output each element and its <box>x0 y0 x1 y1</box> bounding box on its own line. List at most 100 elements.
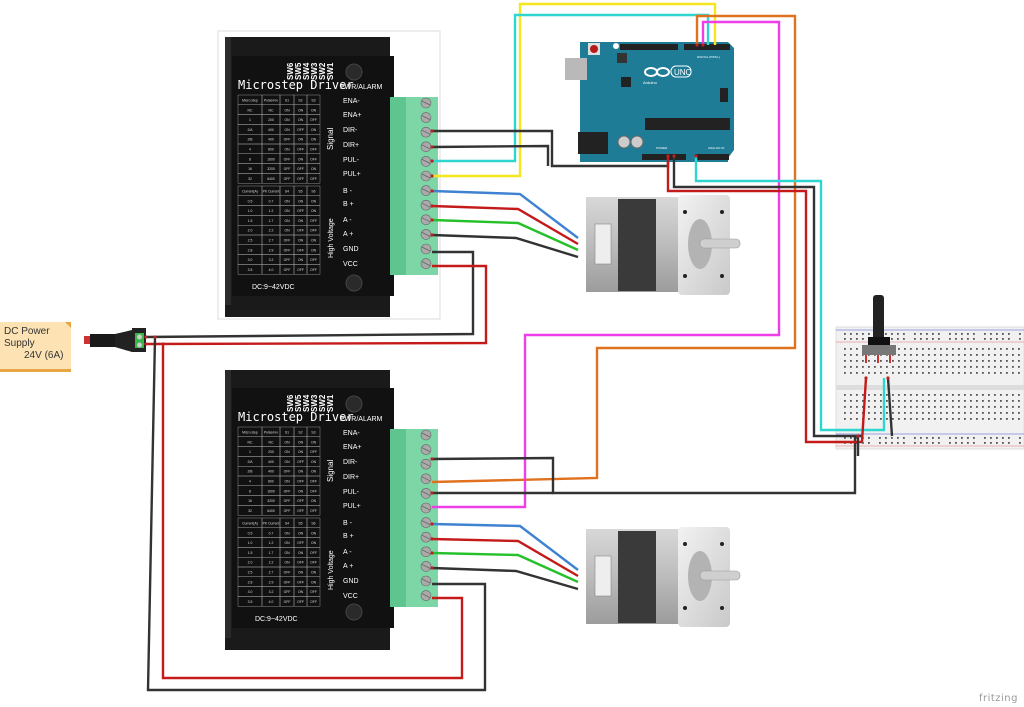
driver-body <box>232 56 394 296</box>
table-cell-text: OFF <box>297 499 304 503</box>
driver-title: Microstep Driver <box>238 78 354 92</box>
table-cell-text: OFF <box>284 470 291 474</box>
table-cell-text: OFF <box>310 489 317 493</box>
table-cell-text: OFF <box>310 561 317 565</box>
blue-wire <box>431 189 579 239</box>
table-cell-text: ON <box>298 440 304 444</box>
switch-labels: SW6 SW5 SW4 SW3 SW2 SW1 <box>286 62 335 80</box>
sw6-label: SW6 <box>286 394 295 412</box>
wire-endpoint <box>161 342 165 346</box>
signal-pin-label: PUL- <box>343 489 360 496</box>
motor-connector <box>594 223 612 265</box>
wire-endpoint <box>666 154 670 158</box>
cyan-wire <box>694 156 886 432</box>
table-cell-text: OFF <box>297 248 304 252</box>
table-cell-text: 4 <box>249 148 251 152</box>
table-cell-text: 2.0 <box>248 229 253 233</box>
table-cell-text: 32 <box>248 509 252 513</box>
table-cell-text: OFF <box>310 157 317 161</box>
hv-group-label: High Voltage <box>328 550 335 590</box>
green-wire <box>431 218 579 252</box>
alarm-led-icon <box>345 63 363 81</box>
table-cell-text: 2.8 <box>248 580 253 584</box>
table-cell-text: ON <box>298 470 304 474</box>
table-cell-text: 16 <box>248 499 252 503</box>
table-cell-text: Pulse/rev <box>264 99 278 103</box>
table-cell-text: OFF <box>310 450 317 454</box>
table-cell-text: 4 <box>249 480 251 484</box>
table-cell-text: OFF <box>297 177 304 181</box>
wires <box>144 2 894 692</box>
red-wire <box>161 344 464 680</box>
table-cell-text: 0.5 <box>248 531 253 535</box>
red-wire <box>431 537 579 578</box>
dc-barrel-jack <box>84 328 146 352</box>
wire-endpoint <box>430 159 434 163</box>
table-cell-text: 6400 <box>267 177 275 181</box>
wire-endpoint <box>153 335 157 339</box>
table-cell-text: NC <box>269 440 274 444</box>
table-cell-text: OFF <box>310 219 317 223</box>
table-cell-text: S4 <box>285 522 289 526</box>
table-cell-text: 1.5 <box>248 551 253 555</box>
terminal-block <box>390 429 438 607</box>
wire-endpoint <box>856 434 860 438</box>
wire-endpoint <box>430 491 434 495</box>
driver-title: Microstep Driver <box>238 410 354 424</box>
wire-endpoint <box>886 376 890 380</box>
table-cell <box>306 264 321 275</box>
table-cell-text: OFF <box>284 571 291 575</box>
table-cell-text: OFF <box>310 118 317 122</box>
icsp2-header <box>720 88 728 102</box>
signal-pin-label: ENA+ <box>343 444 361 451</box>
table-cell-text: S1 <box>285 99 289 103</box>
power-header <box>642 154 686 160</box>
table-cell <box>306 173 321 184</box>
signal-pin-label: DIR+ <box>343 142 359 149</box>
table-cell-text: 1.2 <box>269 541 274 545</box>
table-cell-text: ON <box>311 209 317 213</box>
digital-header-left <box>620 44 678 50</box>
signal-pin-label: PUL- <box>343 157 360 164</box>
table-cell-text: 4.0 <box>269 268 274 272</box>
capacitor <box>630 135 644 149</box>
table-cell-text: OFF <box>310 148 317 152</box>
sw2-label: SW2 <box>318 394 327 412</box>
table-cell-text: ON <box>298 219 304 223</box>
sw3-label: SW3 <box>310 62 319 80</box>
note-line: Supply <box>4 338 35 349</box>
table-cell-text: ON <box>311 541 317 545</box>
table-cell-text: ON <box>298 118 304 122</box>
wire-endpoint <box>695 43 699 47</box>
table-cell-text: ON <box>284 480 290 484</box>
red-wire <box>666 156 862 444</box>
table-cell-text: OFF <box>284 167 291 171</box>
table-cell-text: 3.2 <box>269 590 274 594</box>
motor-shaft <box>699 570 741 581</box>
driver-body <box>232 388 394 628</box>
table-cell-text: 400 <box>268 460 274 464</box>
table-cell-text: 1.2 <box>269 209 274 213</box>
potentiometer[interactable] <box>862 295 896 363</box>
table-cell-text: 2.8 <box>248 248 253 252</box>
table-cell-text: OFF <box>297 561 304 565</box>
digital-header-right <box>684 44 730 50</box>
table-cell-text: OFF <box>297 541 304 545</box>
table-cell-text: S4 <box>285 190 289 194</box>
table-cell-text: OFF <box>297 148 304 152</box>
mount-screw-icon <box>345 274 363 292</box>
hv-pin-label: A - <box>343 549 352 556</box>
table-cell-text: OFF <box>297 209 304 213</box>
table-cell-text: OFF <box>297 167 304 171</box>
table-cell-text: ON <box>311 199 317 203</box>
table-cell-text: OFF <box>297 128 304 132</box>
reset-icon <box>590 45 598 53</box>
table-cell-text: ON <box>298 157 304 161</box>
table-cell-text: S6 <box>311 190 315 194</box>
table-cell-text: ON <box>298 108 304 112</box>
table-cell-text: OFF <box>284 248 291 252</box>
black-wire <box>672 156 862 438</box>
pot-shaft[interactable] <box>873 295 884 340</box>
analog-label: ANALOG IN <box>708 146 724 150</box>
sw4-label: SW4 <box>302 394 311 412</box>
